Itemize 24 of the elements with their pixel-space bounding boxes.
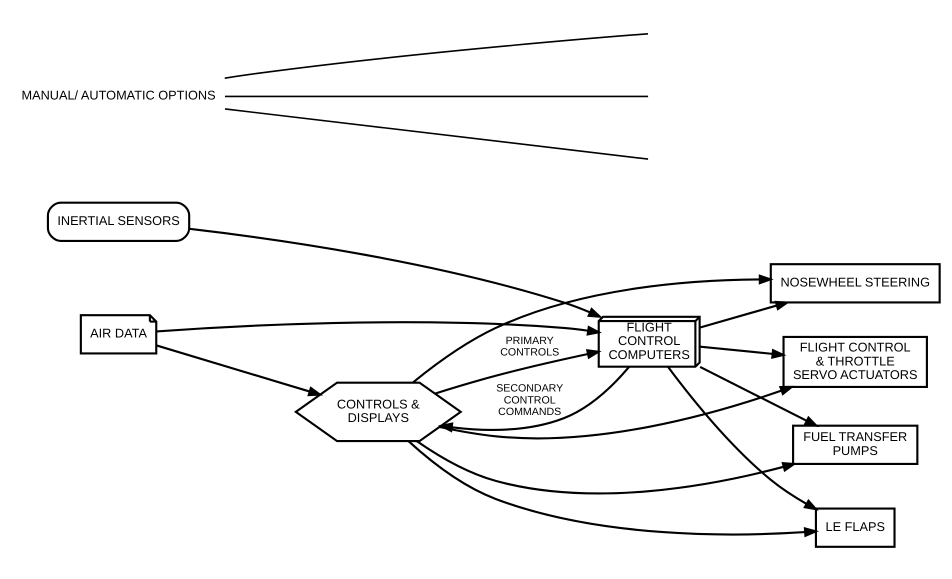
edge-label: SECONDARY CONTROL COMMANDS [496,382,564,418]
arrow [412,274,774,383]
arrow [189,227,603,318]
arrow [416,440,798,494]
arrow [156,344,324,396]
node-box: FLIGHT CONTROL & THROTTLE SERVO ACTUATORS [782,335,928,388]
connector [224,32,648,78]
node-box: FUEL TRANSFER PUMPS [792,424,918,464]
arrow [667,366,819,510]
connector [224,95,648,97]
arrow [700,300,790,328]
arrow [700,345,786,358]
arrow [700,366,820,427]
arrow [408,440,819,537]
node-box: INERTIAL SENSORS [46,201,190,242]
edge-label: PRIMARY CONTROLS [500,334,560,358]
node-text: MANUAL/ AUTOMATIC OPTIONS [21,87,216,102]
arrow [438,366,630,432]
node-box: LE FLAPS [814,506,896,548]
connector [224,108,648,160]
arrow [434,348,602,394]
arrow [439,385,795,439]
node-box: NOSEWHEEL STEERING [770,262,941,304]
arrow [156,320,602,336]
